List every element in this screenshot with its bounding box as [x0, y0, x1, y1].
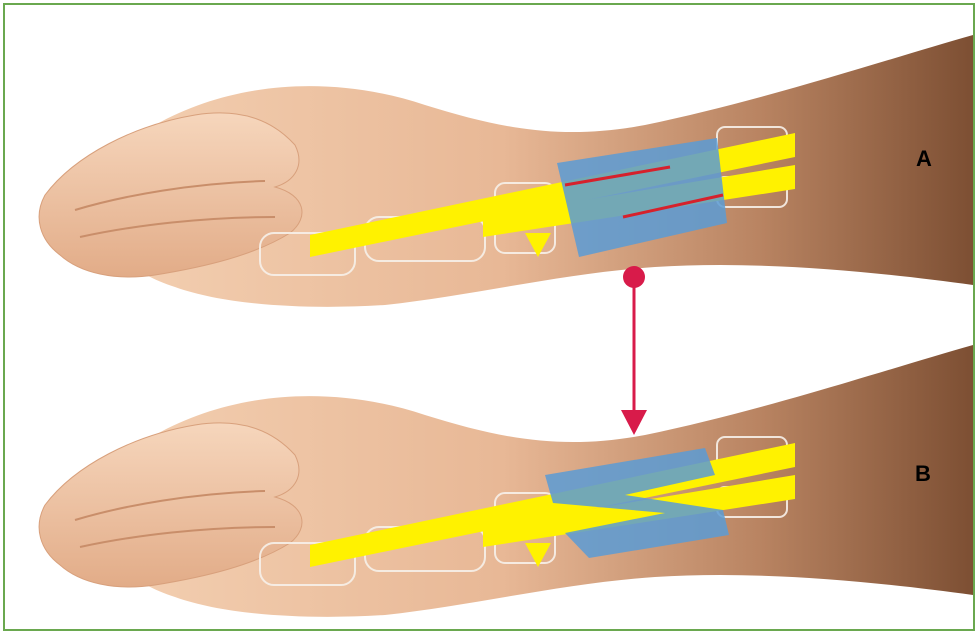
figure-illustration	[5, 5, 973, 629]
hand-a	[39, 35, 973, 307]
panel-label-a: A	[916, 146, 932, 172]
hand-b	[39, 345, 973, 617]
transition-arrow	[621, 266, 647, 435]
panel-label-b: B	[915, 461, 931, 487]
figure-frame	[3, 3, 975, 631]
